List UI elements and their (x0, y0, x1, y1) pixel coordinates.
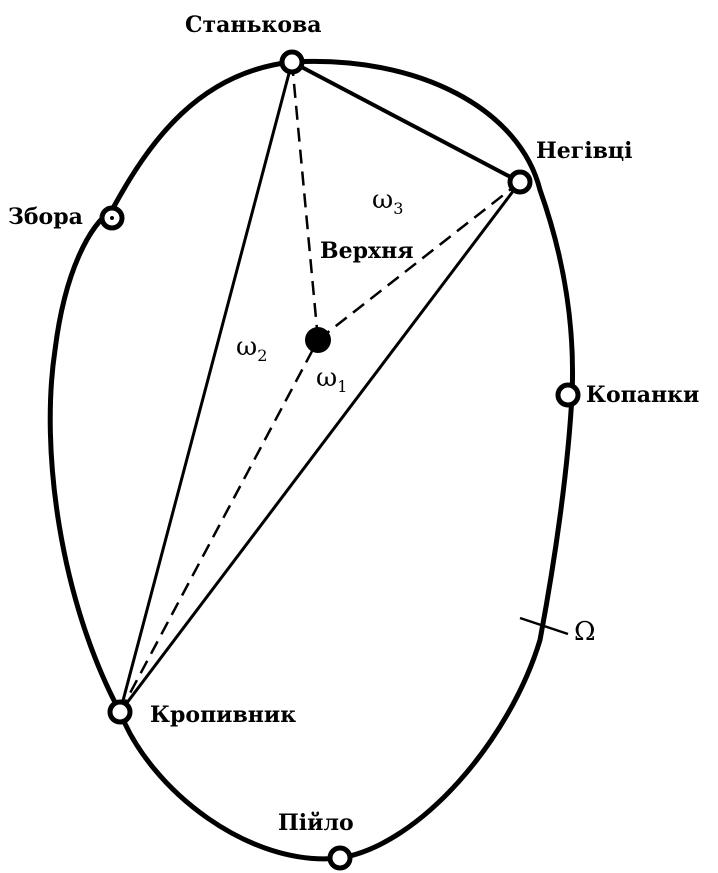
label-kopanky: Копанки (586, 382, 699, 408)
label-stankova: Станькова (185, 12, 322, 38)
edge-stankova-kropyvnyk (118, 61, 294, 713)
dashed-kropyvnyk-verkhnia (118, 339, 320, 713)
label-verkhnia: Верхня (320, 238, 413, 264)
node-kopanky (555, 382, 581, 408)
node-negivtsi (507, 169, 533, 195)
node-piilo (327, 845, 353, 871)
label-negivtsi: Негівці (536, 138, 633, 164)
label-omega2: ω2 (236, 332, 267, 365)
omega-tick (519, 616, 569, 636)
label-omega1: ω1 (316, 363, 347, 396)
label-kropyvnyk: Кропивник (150, 702, 296, 728)
node-verkhnia (305, 327, 331, 353)
edge-stankova-negivtsi (291, 60, 521, 184)
label-omega3: ω3 (372, 185, 403, 218)
label-piilo: Пійло (278, 810, 354, 836)
edge-negivtsi-kropyvnyk (118, 181, 522, 713)
label-omega-big: Ω (574, 617, 596, 647)
node-stankova (279, 49, 305, 75)
dashed-stankova-verkhnia (290, 61, 320, 341)
label-zbora: Збора (8, 204, 83, 230)
node-zbora-dot (110, 216, 114, 220)
node-kropyvnyk (107, 699, 133, 725)
